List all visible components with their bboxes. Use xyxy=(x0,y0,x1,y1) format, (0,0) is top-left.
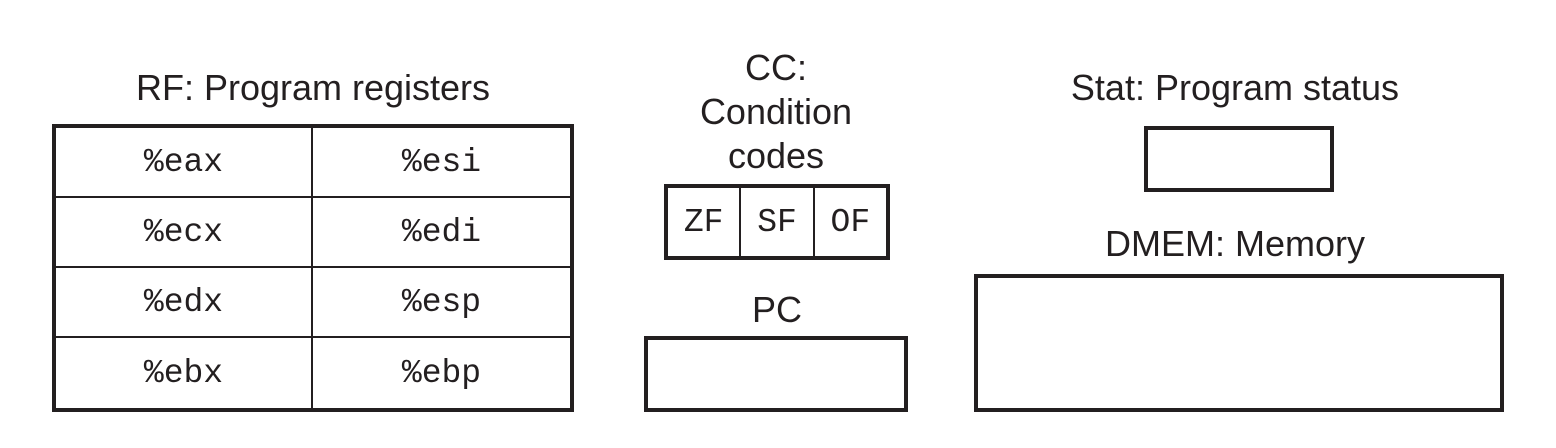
register-esi: %esi xyxy=(313,128,570,198)
stat-title: Stat: Program status xyxy=(1070,67,1400,108)
cc-title-line-1: CC: xyxy=(745,47,807,88)
cc-title: CC: Condition codes xyxy=(676,46,876,178)
register-ebx: %ebx xyxy=(56,338,313,408)
dmem-title: DMEM: Memory xyxy=(1105,223,1365,264)
pc-box xyxy=(644,336,908,412)
register-edi: %edi xyxy=(313,198,570,268)
flag-sf: SF xyxy=(741,188,815,256)
register-esp: %esp xyxy=(313,268,570,338)
rf-title: RF: Program registers xyxy=(135,67,491,108)
condition-codes-box: ZF SF OF xyxy=(664,184,890,260)
flag-of: OF xyxy=(830,203,871,241)
register-ecx: %ecx xyxy=(56,198,313,268)
flag-zf: ZF xyxy=(668,188,742,256)
cc-title-line-3: codes xyxy=(727,135,825,176)
stat-box xyxy=(1144,126,1334,192)
dmem-box xyxy=(974,274,1504,412)
register-eax: %eax xyxy=(56,128,313,198)
register-file-table: %eax %esi %ecx %edi %edx %esp %ebx %ebp xyxy=(52,124,574,412)
cc-title-line-2: Condition xyxy=(699,91,853,132)
pc-title: PC xyxy=(751,289,802,330)
register-ebp: %ebp xyxy=(401,354,482,392)
register-edx: %edx xyxy=(56,268,313,338)
